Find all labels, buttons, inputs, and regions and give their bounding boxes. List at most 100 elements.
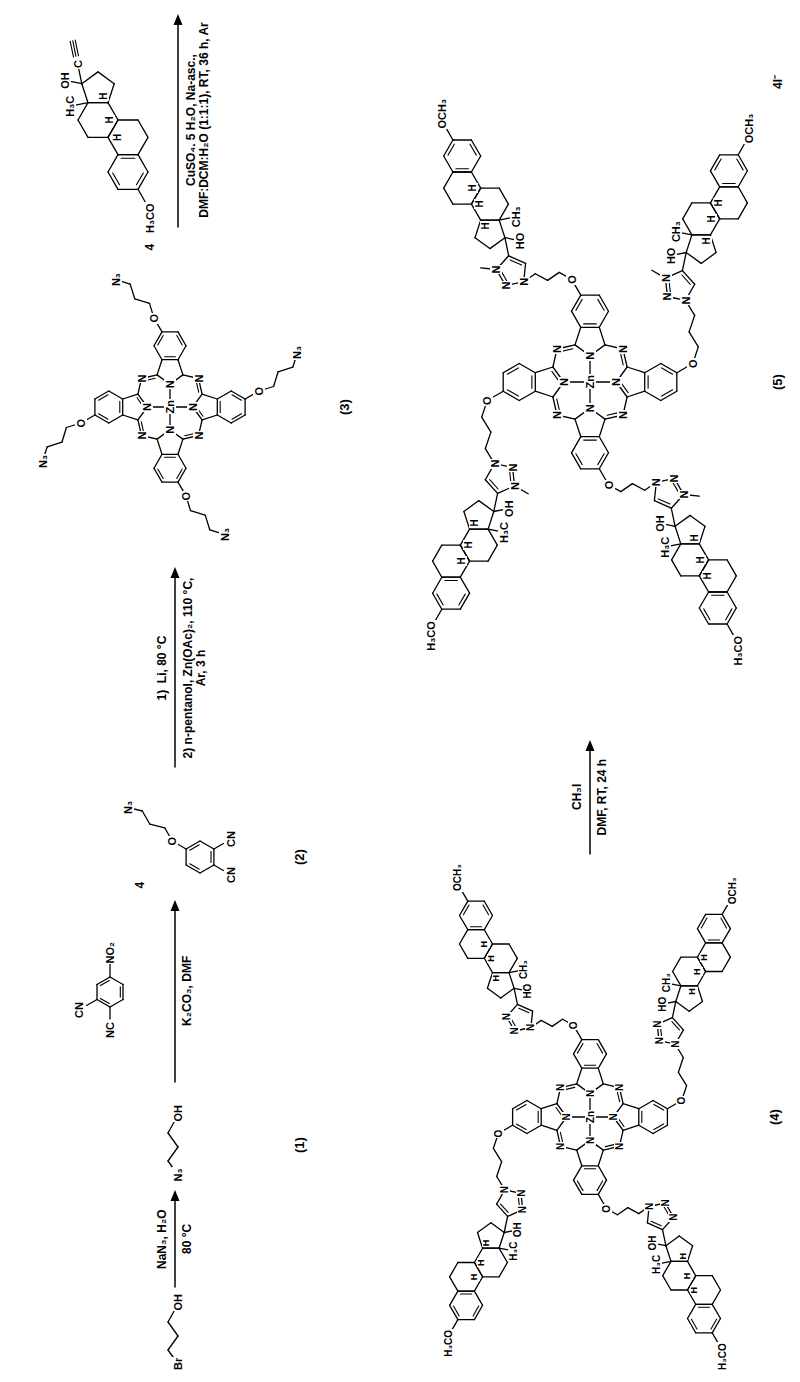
atom-label: O xyxy=(75,418,87,429)
atom-label: N xyxy=(652,1020,663,1029)
atom-label: CN xyxy=(225,830,237,848)
bond-line xyxy=(599,437,608,453)
bond-line xyxy=(202,394,217,399)
double-bond-line xyxy=(715,159,721,170)
atom-label: CN xyxy=(225,866,237,884)
atom-label: H xyxy=(679,1252,689,1261)
bond-line xyxy=(458,1290,475,1291)
bond-line xyxy=(87,1000,97,1006)
bond-line xyxy=(499,188,508,204)
bond-line xyxy=(722,929,730,943)
bond-line xyxy=(217,415,231,423)
bond-line xyxy=(78,120,88,137)
atom-label: N₃ xyxy=(110,272,122,287)
atom-label: O xyxy=(687,358,699,369)
bond-line xyxy=(581,295,600,296)
bond-line xyxy=(697,929,705,943)
atom-label: N xyxy=(584,403,596,413)
reaction-arrow xyxy=(174,909,176,1082)
arrow-head xyxy=(174,14,183,25)
bond-line xyxy=(682,271,694,285)
atom-label: N₃ xyxy=(291,345,303,360)
bond-line xyxy=(110,1000,123,1008)
metal-label: Zn xyxy=(585,1110,596,1124)
bond-line xyxy=(110,977,123,985)
double-bond-line xyxy=(448,144,454,155)
bond-line xyxy=(118,189,138,190)
bond-line xyxy=(627,391,645,397)
atom-label: O xyxy=(601,1204,612,1214)
bond-line xyxy=(244,399,245,415)
bond-line xyxy=(582,1068,599,1069)
arrow-head xyxy=(171,567,180,578)
bond-line xyxy=(82,72,98,84)
bond-line xyxy=(178,439,183,454)
bond-line xyxy=(475,238,490,249)
bond-line xyxy=(672,1002,675,1018)
bond-line xyxy=(123,394,138,399)
atom-label: N xyxy=(680,295,692,305)
bond-line xyxy=(200,865,214,873)
atom-label: HO xyxy=(522,983,533,1000)
bond-line xyxy=(122,399,123,415)
atom-label: N xyxy=(584,351,596,361)
bond-line xyxy=(712,1290,720,1304)
bond-line xyxy=(706,971,723,972)
atom-label: N xyxy=(660,273,672,283)
metal-label: Zn xyxy=(164,399,176,414)
bond-line xyxy=(518,1004,533,1011)
double-bond-line xyxy=(470,144,476,155)
double-bond-line xyxy=(576,299,582,310)
bond-line xyxy=(675,515,690,526)
metal-label: Zn xyxy=(584,374,596,389)
double-bond-line xyxy=(210,852,211,863)
atom-label: N xyxy=(507,463,519,473)
double-bond-line xyxy=(721,918,727,928)
double-bond-line xyxy=(598,299,604,310)
double-bond-line xyxy=(470,926,481,927)
double-bond-line xyxy=(516,1124,526,1130)
double-bond-line xyxy=(584,1168,595,1169)
double-bond-line xyxy=(121,158,135,159)
bond-line xyxy=(442,609,461,610)
atom-label: H xyxy=(713,198,724,207)
atom-label: C xyxy=(72,59,84,69)
double-bond-line xyxy=(445,580,458,581)
atom-label: H₃CO xyxy=(443,1329,454,1358)
atom-label: O xyxy=(253,386,265,397)
bond-line xyxy=(88,102,108,103)
atom-label: H xyxy=(482,1239,492,1248)
bond-line xyxy=(490,238,505,249)
arrow-head xyxy=(586,740,595,751)
atom-label: Br xyxy=(172,1357,184,1371)
bond-line xyxy=(699,592,708,608)
triple-bond-line xyxy=(75,40,78,56)
atom-label: H xyxy=(695,555,706,564)
bond-line xyxy=(468,958,485,959)
atom-label: H₃CO xyxy=(144,202,156,234)
bond-line xyxy=(214,844,224,850)
bond-line xyxy=(478,1223,491,1233)
double-bond-line xyxy=(437,594,443,605)
reagent-text: NaN₃, H₂O xyxy=(156,1208,169,1270)
bond-line xyxy=(527,1101,541,1109)
atom-label: N xyxy=(164,425,176,435)
bond-line xyxy=(442,544,461,545)
atom-label: H xyxy=(480,221,491,230)
atom-label: N xyxy=(661,292,673,302)
bond-line xyxy=(675,526,681,544)
bond-line xyxy=(575,419,581,437)
double-bond-line xyxy=(120,987,121,997)
atom-label: O xyxy=(180,491,192,502)
bond-line xyxy=(162,359,178,360)
atom-label: N xyxy=(164,379,176,389)
bond-line xyxy=(168,1322,178,1336)
bond-line xyxy=(581,468,600,469)
double-bond-line xyxy=(100,998,109,1003)
atom-label: O xyxy=(568,1021,579,1031)
atom-label: N xyxy=(614,1142,625,1151)
bond-line xyxy=(157,360,162,375)
bond-line xyxy=(690,515,705,526)
atom-label: N xyxy=(518,277,530,287)
bond-line xyxy=(727,592,736,608)
